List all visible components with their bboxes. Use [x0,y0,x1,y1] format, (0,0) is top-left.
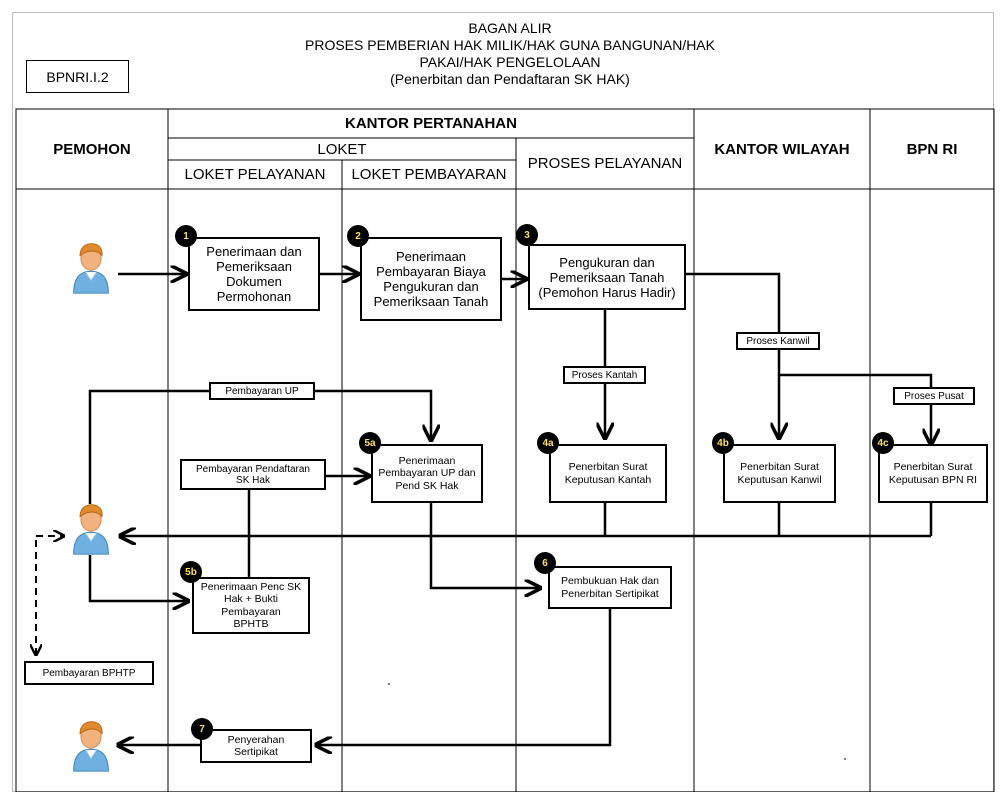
step-3-number: 3 [516,224,538,246]
column-loket-pelayanan: LOKET PELAYANAN [184,166,326,183]
step-7-number: 7 [191,718,213,740]
step-1-number: 1 [175,225,197,247]
swimlane-grid [15,108,995,792]
column-proses-pelayanan: PROSES PELAYANAN [527,155,683,172]
step-6-number: 6 [534,552,556,574]
arrow-pemohon-to-5b [88,555,188,601]
title-line-4: (Penerbitan dan Pendaftaran SK HAK) [390,71,630,87]
column-loket: LOKET [317,140,367,158]
title-line-2: PROSES PEMBERIAN HAK MILIK/HAK GUNA BANG… [305,37,715,53]
step-4b-number: 4b [712,432,734,454]
column-pemohon: PEMOHON [53,140,131,158]
arrow-6-to-7 [316,609,612,745]
person-icon [73,721,109,772]
label-proses-pusat: Proses Pusat [893,387,975,405]
person-icon [73,504,109,555]
flowchart-title: BAGAN ALIR PROSES PEMBERIAN HAK MILIK/HA… [200,20,820,88]
column-bpn-ri: BPN RI [906,140,958,158]
step-4c-number: 4c [872,432,894,454]
document-code: BPNRI.I.2 [26,60,129,93]
label-pembayaran-bphtp: Pembayaran BPHTP [24,661,154,685]
arrow-3-to-4b [686,272,779,438]
column-kantor-wilayah: KANTOR WILAYAH [714,140,850,158]
label-proses-kantah: Proses Kantah [563,366,646,384]
step-2-number: 2 [347,225,369,247]
title-line-1: BAGAN ALIR [468,20,552,36]
column-loket-pembayaran: LOKET PEMBAYARAN [351,166,507,183]
step-5b-number: 5b [180,561,202,583]
arrow-5a-to-6 [429,503,540,588]
step-4a-number: 4a [537,432,559,454]
title-line-3: PAKAI/HAK PENGELOLAAN [419,54,601,70]
step-5a-number: 5a [359,432,381,454]
arrow-to-4c [779,373,931,444]
dashed-bphtp-loop [36,536,64,655]
person-icon [73,243,109,294]
column-kantor-pertanahan: KANTOR PERTANAHAN [345,115,517,132]
label-proses-kanwil: Proses Kanwil [736,332,820,350]
label-pembayaran-up: Pembayaran UP [209,382,315,400]
